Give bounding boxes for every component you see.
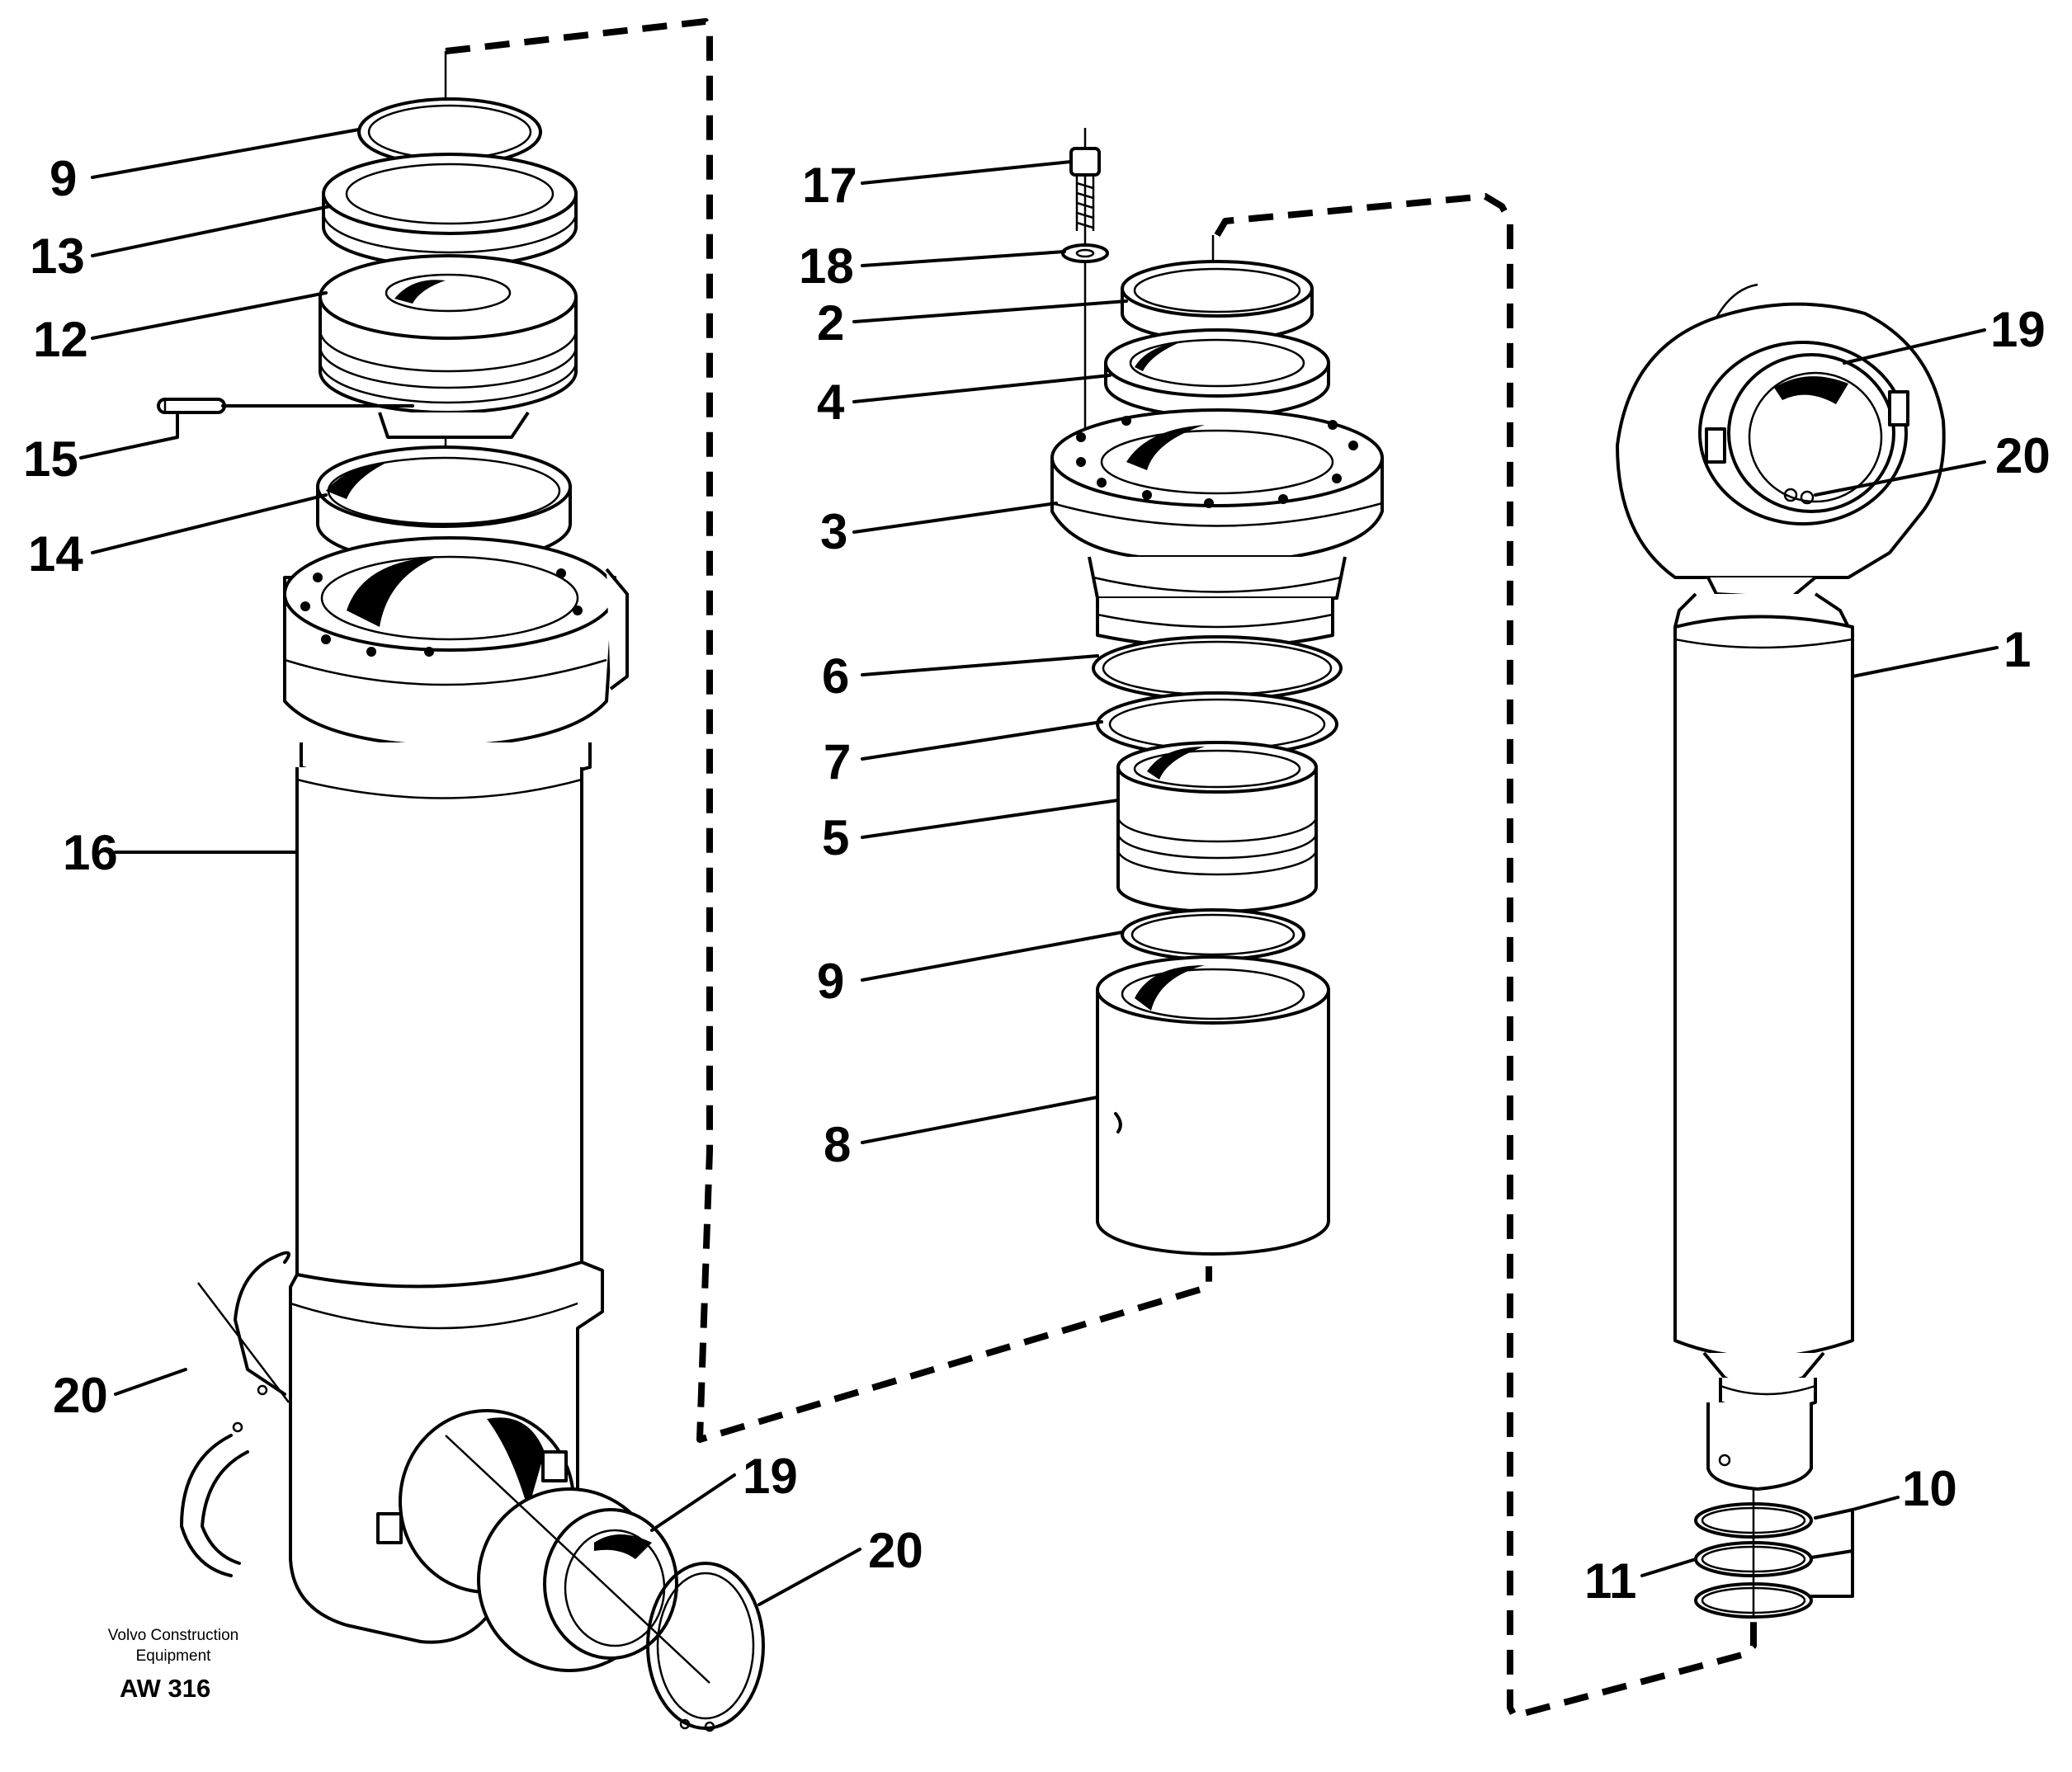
cylinder-head-flange (283, 536, 629, 789)
left-cylinder-assembly (157, 51, 765, 1732)
label-13: 13 (30, 229, 85, 284)
wiper-part-2 (1121, 260, 1314, 342)
label-15: 15 (23, 431, 78, 487)
screw-part-17 (1069, 147, 1101, 231)
bearing-part-19-left (445, 1435, 710, 1684)
bushing-part-5 (1116, 741, 1318, 913)
label-3: 3 (820, 504, 847, 559)
label-20-left: 20 (53, 1368, 108, 1423)
label-19-right: 19 (1990, 302, 2046, 357)
label-11: 11 (1584, 1553, 1636, 1609)
piston-part-8 (1096, 955, 1330, 1256)
label-5: 5 (822, 810, 849, 865)
label-8: 8 (824, 1117, 851, 1172)
piston-part-12 (319, 254, 578, 439)
label-14: 14 (28, 526, 83, 582)
washer-part-18 (1061, 243, 1109, 263)
label-18: 18 (799, 238, 854, 294)
label-6: 6 (822, 648, 849, 704)
right-piston-rod-assembly (1616, 283, 1946, 1619)
middle-head-assembly (1050, 128, 1384, 1256)
piston-rod-part-1 (1673, 615, 1854, 1491)
cylinder-head-part-3 (1050, 408, 1384, 649)
label-20-bottom: 20 (868, 1523, 923, 1578)
dashed-connector-left (445, 18, 1212, 1443)
label-9-left: 9 (50, 151, 77, 206)
label-7: 7 (824, 734, 851, 789)
pin-part-15 (157, 398, 226, 414)
caption-block: Volvo Construction Equipment AW 316 (108, 1627, 238, 1703)
caption-line-2: Equipment (136, 1647, 212, 1665)
caption-line-1: Volvo Construction (108, 1627, 238, 1644)
label-20-right: 20 (1995, 428, 2051, 483)
label-17: 17 (802, 158, 857, 213)
retaining-ring-part-20-left (180, 1251, 290, 1577)
caption-code: AW 316 (120, 1674, 210, 1703)
part-labels: 9 13 12 15 14 16 20 19 20 17 18 2 4 3 6 … (23, 151, 2051, 1609)
label-4: 4 (817, 375, 845, 430)
label-2: 2 (817, 295, 844, 351)
label-10: 10 (1902, 1461, 1957, 1516)
o-ring-part-6 (1092, 635, 1343, 701)
seal-ring-part-9-middle (1121, 908, 1305, 961)
label-1: 1 (2004, 622, 2031, 677)
label-9-middle: 9 (817, 954, 844, 1009)
retaining-ring-part-20-right (1783, 488, 1815, 505)
bearing-part-19-right (1698, 341, 1909, 525)
guide-ring-part-13 (322, 153, 578, 268)
leader-lines (79, 128, 1999, 1606)
cylinder-tube-part-16 (295, 767, 583, 1291)
label-12: 12 (33, 312, 88, 367)
rod-seal-part-4 (1104, 328, 1330, 418)
rings-part-10-11 (1694, 1489, 1813, 1619)
retaining-ring-part-20-bottom (646, 1562, 765, 1732)
label-16: 16 (63, 825, 118, 880)
label-19-left: 19 (743, 1449, 798, 1504)
